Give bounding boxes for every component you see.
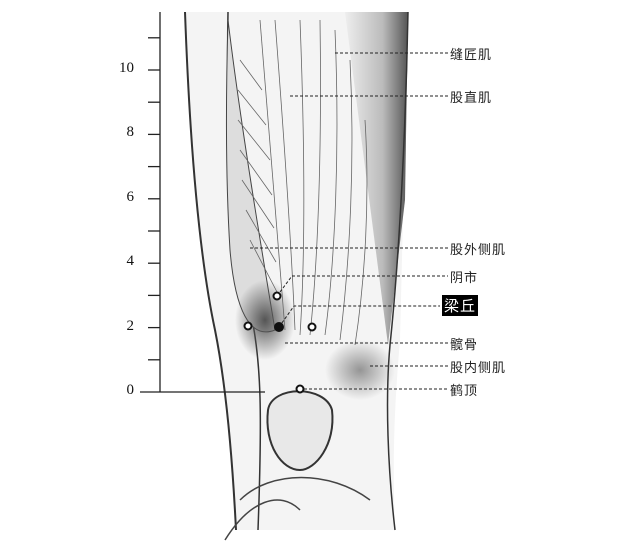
axis-tick-label: 2 [126,317,135,334]
acupoints [243,291,317,394]
heding-point [295,384,305,394]
label-heding: 鹤顶 [450,384,479,399]
sartorius-shading [345,12,408,345]
axis-tick-label: 8 [126,124,135,141]
label-vastus-medialis: 股内侧肌 [450,361,507,376]
label-yinshi: 阴市 [450,271,479,286]
leader-lines [250,52,448,390]
label-vastus-lateralis: 股外侧肌 [450,243,507,258]
axis-tick-label: 0 [126,382,135,398]
label-liangqiu: 梁丘 [442,295,479,316]
axis-tick-label: 10 [119,60,134,76]
yinshi-point [272,291,282,301]
axis-tick-label: 4 [126,253,135,270]
scale-axis [140,12,265,393]
point-lateral [243,321,253,331]
label-sartorius: 缝匠肌 [450,48,493,63]
label-rectus-femoris: 股直肌 [450,91,493,106]
axis-tick-label: 6 [126,188,135,205]
point-medial [307,322,317,332]
muscle-fibers [237,19,368,346]
label-patella: 髋骨 [450,338,479,353]
liangqiu-point [274,322,284,332]
